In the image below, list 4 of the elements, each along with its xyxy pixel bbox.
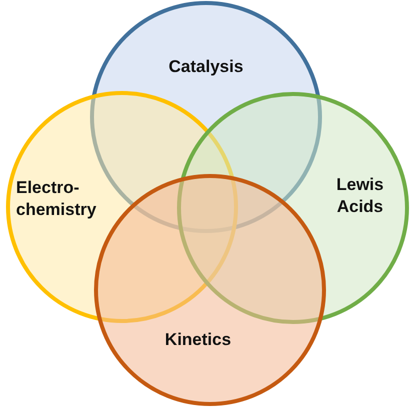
circle-label: Electro- chemistry xyxy=(16,177,98,221)
circle-label: Lewis Acids xyxy=(335,174,385,218)
circle-label: Kinetics xyxy=(164,329,232,351)
circle-label: Catalysis xyxy=(168,56,244,78)
